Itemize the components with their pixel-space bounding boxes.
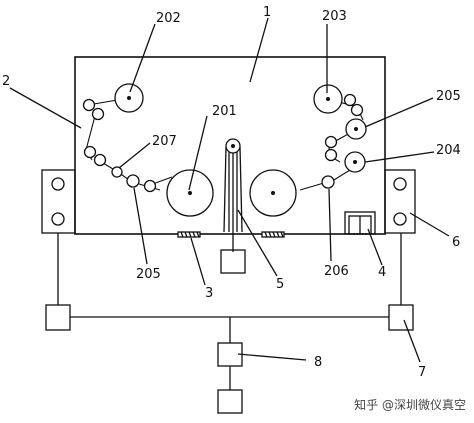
drum-201-left-hub bbox=[188, 191, 192, 195]
left-foot bbox=[45, 304, 71, 331]
label-201: 201 bbox=[212, 104, 237, 119]
guide-roller-204-hub bbox=[353, 160, 357, 164]
tension-mechanism bbox=[220, 138, 246, 274]
guide-roller-right-1 bbox=[343, 93, 357, 107]
guide-roller-205-right-hub bbox=[354, 127, 358, 131]
guide-roller-205-left bbox=[126, 174, 140, 188]
support-frame bbox=[45, 233, 414, 414]
label-2: 2 bbox=[2, 74, 10, 89]
label-7: 7 bbox=[418, 365, 426, 380]
label-1: 1 bbox=[263, 5, 271, 20]
leader-lines bbox=[9, 17, 450, 363]
label-4: 4 bbox=[378, 265, 386, 280]
guide-roller-left-2 bbox=[91, 107, 105, 121]
guide-roller-207 bbox=[111, 166, 123, 178]
guide-roller-left-4 bbox=[93, 153, 107, 167]
label-202: 202 bbox=[156, 11, 181, 26]
guide-roller-left-3 bbox=[83, 145, 97, 159]
guide-roller-206 bbox=[321, 175, 335, 189]
label-205-left: 205 bbox=[136, 267, 161, 282]
component-4 bbox=[344, 211, 376, 235]
guide-roller-right-3 bbox=[324, 135, 338, 149]
guide-roller-left-1 bbox=[82, 98, 96, 112]
label-204: 204 bbox=[436, 143, 461, 158]
label-205-right: 205 bbox=[436, 89, 461, 104]
right-foot bbox=[388, 304, 414, 331]
label-3: 3 bbox=[205, 286, 213, 301]
left-bracket-hole-top bbox=[51, 177, 65, 191]
main-frame bbox=[74, 56, 386, 235]
guide-roller-left-5 bbox=[143, 179, 157, 193]
watermark: 知乎 @深圳微仪真空 bbox=[354, 398, 466, 412]
label-207: 207 bbox=[152, 134, 177, 149]
roller-203-hub bbox=[326, 97, 330, 101]
left-bracket-hole-bottom bbox=[51, 212, 65, 226]
label-203: 203 bbox=[322, 9, 347, 24]
top-pulley-hub bbox=[231, 144, 235, 148]
label-6: 6 bbox=[452, 235, 460, 250]
base-block-bottom bbox=[217, 389, 243, 414]
right-bracket bbox=[384, 169, 416, 234]
drum-201-right-hub bbox=[271, 191, 275, 195]
bottom-pads bbox=[177, 231, 285, 238]
label-8: 8 bbox=[314, 355, 322, 370]
guide-roller-right-4 bbox=[324, 148, 338, 162]
counterweight bbox=[220, 249, 246, 274]
left-bracket bbox=[41, 169, 76, 234]
right-bracket-hole-bottom bbox=[393, 212, 407, 226]
label-206: 206 bbox=[324, 264, 349, 279]
guide-roller-right-2 bbox=[350, 103, 364, 117]
label-5: 5 bbox=[276, 277, 284, 292]
right-bracket-hole-top bbox=[393, 177, 407, 191]
roller-202-hub bbox=[127, 96, 131, 100]
